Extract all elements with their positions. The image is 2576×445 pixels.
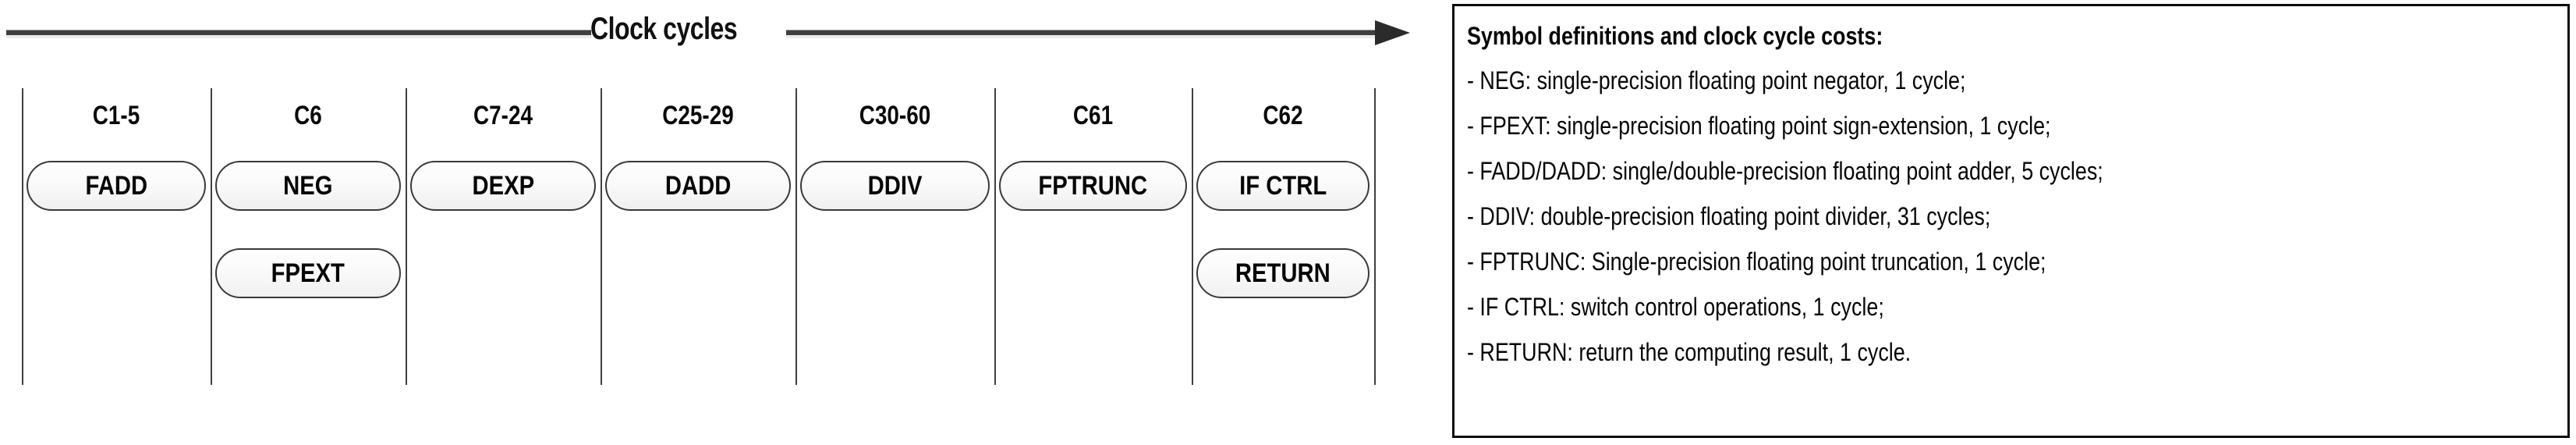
op-pill-if-ctrl[interactable]: IF CTRL xyxy=(1196,161,1369,211)
op-pill-label: DDIV xyxy=(867,171,923,201)
op-pill-label: FADD xyxy=(85,171,147,201)
op-pill-fpext[interactable]: FPEXT xyxy=(215,248,401,298)
column-divider xyxy=(1374,88,1376,385)
cycle-label-c30-60: C30-60 xyxy=(859,101,931,130)
clock-cycles-axis-label: Clock cycles xyxy=(590,12,738,46)
op-pill-fptrunc[interactable]: FPTRUNC xyxy=(999,161,1187,211)
legend-line-fadd-dadd: - FADD/DADD: single/double-precision flo… xyxy=(1467,157,2103,185)
clock-cycles-axis xyxy=(6,17,1410,56)
column-divider xyxy=(795,88,797,385)
clock-cycle-timeline: Clock cycles C1-5 C6 C7-24 C25-29 C30-60… xyxy=(6,12,1410,385)
column-divider xyxy=(406,88,407,385)
op-pill-return[interactable]: RETURN xyxy=(1196,248,1369,298)
column-divider xyxy=(994,88,996,385)
op-pill-label: IF CTRL xyxy=(1238,171,1327,201)
op-pill-label: FPTRUNC xyxy=(1038,171,1148,201)
symbol-definitions-title: Symbol definitions and clock cycle costs… xyxy=(1467,22,1883,50)
legend-line-ddiv: - DDIV: double-precision floating point … xyxy=(1467,202,1991,230)
op-pill-label: FPEXT xyxy=(271,258,345,288)
op-pill-dadd[interactable]: DADD xyxy=(605,161,791,211)
op-pill-label: DADD xyxy=(664,171,732,201)
legend-line-fpext: - FPEXT: single-precision floating point… xyxy=(1467,112,2051,140)
symbol-definitions-content: Symbol definitions and clock cycle costs… xyxy=(1455,6,2567,375)
cycle-label-c61: C61 xyxy=(1072,101,1114,130)
cycle-label-c7-24: C7-24 xyxy=(473,101,533,130)
column-divider xyxy=(211,88,212,385)
column-divider xyxy=(1192,88,1193,385)
legend-line-neg: - NEG: single-precision floating point n… xyxy=(1467,66,1966,94)
column-divider xyxy=(601,88,602,385)
cycle-label-c1-5: C1-5 xyxy=(92,101,140,130)
op-pill-label: DEXP xyxy=(472,171,534,201)
legend-line-if-ctrl: - IF CTRL: switch control operations, 1 … xyxy=(1467,293,1884,321)
op-pill-label: NEG xyxy=(283,171,333,201)
cycle-label-c25-29: C25-29 xyxy=(662,101,734,130)
legend-line-return: - RETURN: return the computing result, 1… xyxy=(1467,338,1912,366)
op-pill-label: RETURN xyxy=(1235,258,1331,288)
op-pill-fadd[interactable]: FADD xyxy=(27,161,206,211)
legend-line-fptrunc: - FPTRUNC: Single-precision floating poi… xyxy=(1467,247,2046,276)
op-pill-dexp[interactable]: DEXP xyxy=(410,161,596,211)
symbol-definitions-box: Symbol definitions and clock cycle costs… xyxy=(1452,4,2570,438)
cycle-label-c6: C6 xyxy=(294,101,322,130)
column-divider xyxy=(22,88,23,385)
cycle-label-c62: C62 xyxy=(1263,101,1303,130)
op-pill-ddiv[interactable]: DDIV xyxy=(800,161,990,211)
timeline-grid: C1-5 C6 C7-24 C25-29 C30-60 C61 C62 FADD… xyxy=(22,88,1376,385)
op-pill-neg[interactable]: NEG xyxy=(215,161,401,211)
